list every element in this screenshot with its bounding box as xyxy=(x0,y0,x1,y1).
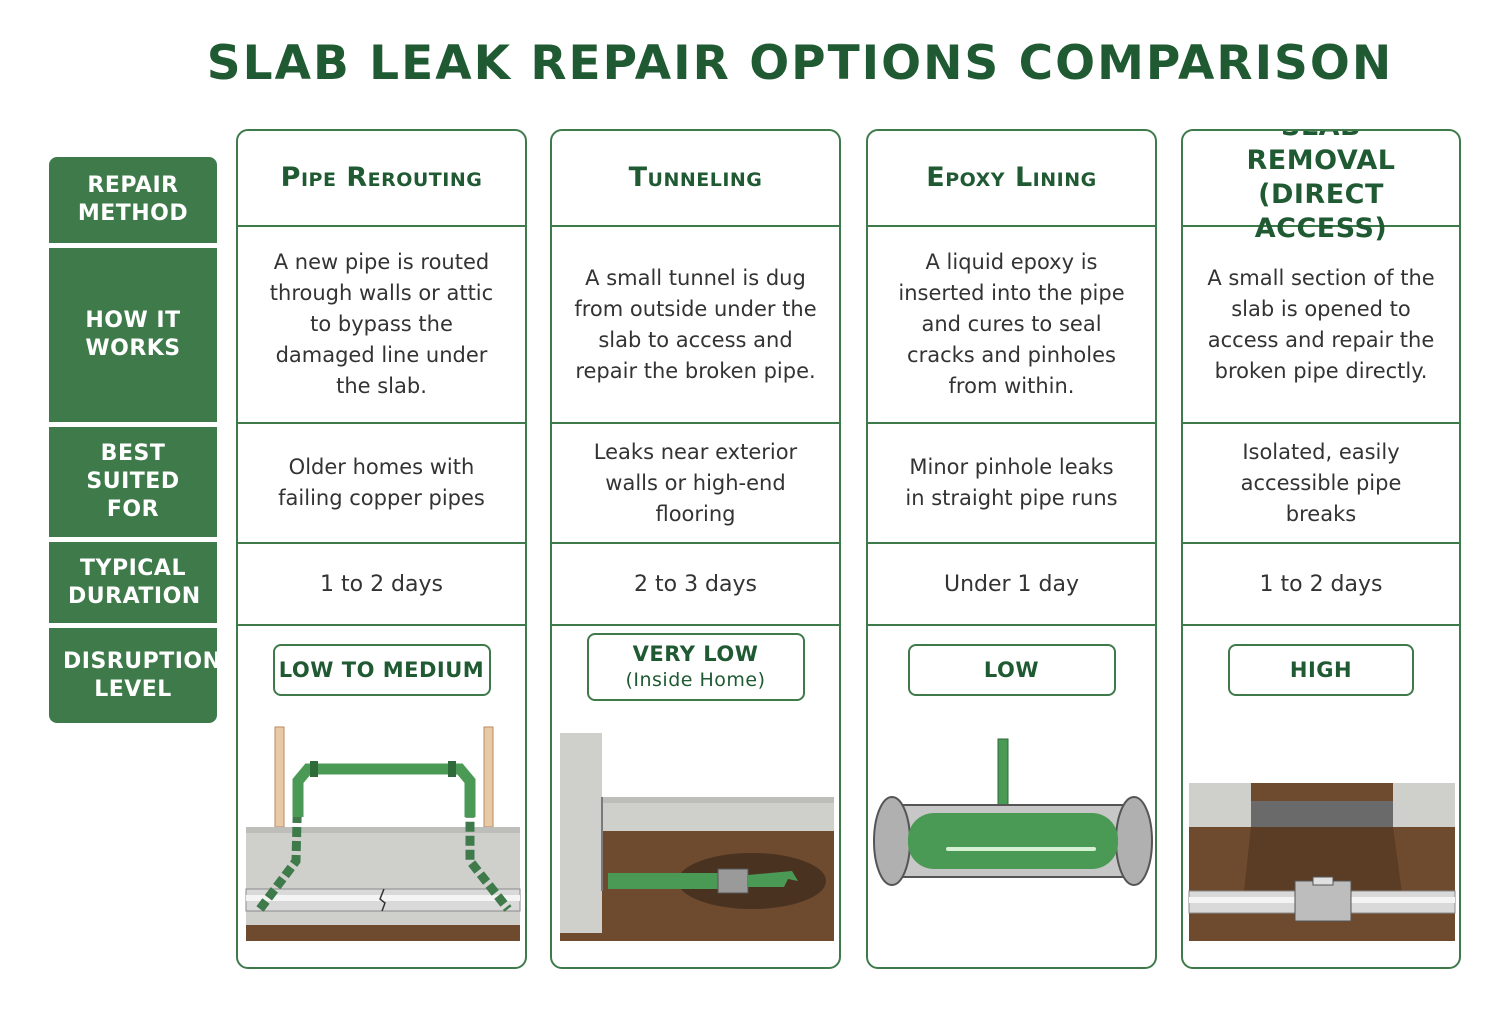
how-it-works-cell: A new pipe is routed through walls or at… xyxy=(238,227,525,424)
method-name: Tunneling xyxy=(552,131,839,227)
duration-text: 2 to 3 days xyxy=(634,571,757,597)
best-suited-text: Isolated, easily accessible pipe breaks xyxy=(1240,439,1402,526)
duration-cell: 2 to 3 days xyxy=(552,544,839,626)
disruption-badge: LOW xyxy=(907,644,1116,696)
duration-text: Under 1 day xyxy=(943,571,1080,597)
disruption-text: LOW xyxy=(983,658,1040,682)
tunneling-illustration xyxy=(560,733,834,941)
disruption-badge: LOW TO MEDIUM xyxy=(272,644,491,696)
best-suited-text: Older homes with failing copper pipes xyxy=(278,455,485,510)
method-name: Pipe Rerouting xyxy=(238,131,525,227)
disruption-badge: HIGH xyxy=(1228,644,1414,696)
method-name-text: Pipe Rerouting xyxy=(280,162,483,193)
how-it-works-text: A new pipe is routed through walls or at… xyxy=(269,250,494,398)
how-it-works-cell: A small tunnel is dug from outside under… xyxy=(552,227,839,424)
page-title: SLAB LEAK REPAIR OPTIONS COMPARISON xyxy=(206,36,1394,91)
row-header-repair-method: REPAIR METHOD xyxy=(49,157,217,243)
method-name-text: Epoxy Lining xyxy=(926,162,1097,193)
duration-cell: Under 1 day xyxy=(868,544,1155,626)
row-header-disruption-level: DISRUPTION LEVEL xyxy=(49,628,222,723)
row-header-best-suited-for: BEST SUITED FOR xyxy=(49,427,217,537)
disruption-cell: LOW xyxy=(868,626,1155,726)
epoxy-lining-illustration xyxy=(873,738,1153,886)
method-card-slab-removal: SLAB REMOVAL (DIRECT ACCESS) A small sec… xyxy=(1181,129,1461,969)
duration-cell: 1 to 2 days xyxy=(1183,544,1459,626)
how-it-works-text: A liquid epoxy is inserted into the pipe… xyxy=(898,250,1125,398)
method-name-text: Tunneling xyxy=(628,162,763,193)
duration-text: 1 to 2 days xyxy=(1259,571,1383,597)
method-card-pipe-rerouting: Pipe Rerouting A new pipe is routed thro… xyxy=(236,129,527,969)
best-suited-cell: Minor pinhole leaks in straight pipe run… xyxy=(868,424,1155,544)
best-suited-text: Leaks near exterior walls or high-end fl… xyxy=(593,439,798,526)
duration-text: 1 to 2 days xyxy=(320,571,443,597)
method-name-text: SLAB REMOVAL (DIRECT ACCESS) xyxy=(1246,131,1396,244)
row-header-how-it-works: HOW IT WORKS xyxy=(49,248,217,422)
how-it-works-text: A small tunnel is dug from outside under… xyxy=(574,265,817,383)
slab-removal-illustration xyxy=(1188,783,1456,941)
method-card-epoxy-lining: Epoxy Lining A liquid epoxy is inserted … xyxy=(866,129,1157,969)
row-header-label: BEST SUITED FOR xyxy=(86,441,180,522)
row-header-label: TYPICAL DURATION xyxy=(68,555,201,609)
disruption-cell: HIGH xyxy=(1183,626,1459,726)
disruption-cell: VERY LOW (Inside Home) xyxy=(552,626,839,726)
row-header-label: DISRUPTION LEVEL xyxy=(63,648,222,702)
disruption-text: VERY LOW xyxy=(632,642,759,666)
best-suited-cell: Older homes with failing copper pipes xyxy=(238,424,525,544)
disruption-cell: LOW TO MEDIUM xyxy=(238,626,525,726)
disruption-text: HIGH xyxy=(1289,658,1353,682)
row-header-label: HOW IT WORKS xyxy=(85,308,181,361)
how-it-works-text: A small section of the slab is opened to… xyxy=(1207,265,1435,383)
best-suited-text: Minor pinhole leaks in straight pipe run… xyxy=(905,455,1118,510)
row-header-label: REPAIR METHOD xyxy=(77,173,189,226)
best-suited-cell: Isolated, easily accessible pipe breaks xyxy=(1183,424,1459,544)
disruption-badge: VERY LOW (Inside Home) xyxy=(586,633,805,701)
method-name: SLAB REMOVAL (DIRECT ACCESS) xyxy=(1183,131,1459,244)
disruption-text: LOW TO MEDIUM xyxy=(278,658,485,682)
how-it-works-cell: A liquid epoxy is inserted into the pipe… xyxy=(868,227,1155,424)
duration-cell: 1 to 2 days xyxy=(238,544,525,626)
pipe-rerouting-illustration xyxy=(245,726,521,941)
best-suited-cell: Leaks near exterior walls or high-end fl… xyxy=(552,424,839,544)
row-header-typical-duration: TYPICAL DURATION xyxy=(49,542,217,623)
method-name: Epoxy Lining xyxy=(868,131,1155,227)
disruption-note: (Inside Home) xyxy=(625,669,766,691)
method-card-tunneling: Tunneling A small tunnel is dug from out… xyxy=(550,129,841,969)
how-it-works-cell: A small section of the slab is opened to… xyxy=(1183,227,1459,424)
